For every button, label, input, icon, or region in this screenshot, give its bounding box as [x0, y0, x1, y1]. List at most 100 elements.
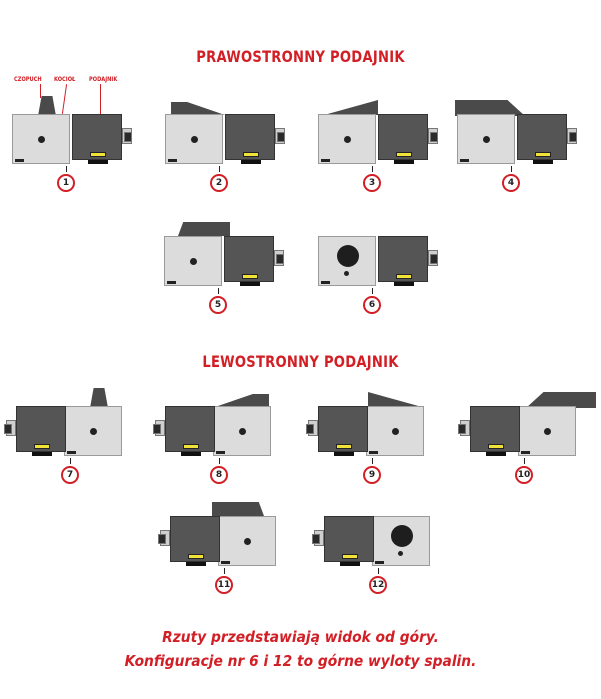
- boiler-plate: [321, 281, 330, 284]
- configuration-11: 11: [158, 498, 297, 608]
- boiler-knob: [544, 428, 551, 435]
- feeder-base: [394, 160, 414, 164]
- feeder-base: [340, 562, 360, 566]
- boiler-plate: [375, 561, 384, 564]
- configuration-4: 4: [455, 96, 590, 206]
- configuration-number-12: 12: [369, 576, 387, 594]
- feeder-tag: [188, 554, 204, 559]
- footer-line-1: Rzuty przedstawiają widok od góry.: [162, 628, 439, 646]
- boiler-plate: [168, 159, 177, 162]
- boiler-knob: [392, 428, 399, 435]
- boiler-plate: [15, 159, 24, 162]
- label-czopuch: CZOPUCH: [14, 76, 42, 83]
- flue-duct: [526, 392, 596, 408]
- motor-body: [306, 424, 314, 434]
- feeder-tag: [488, 444, 504, 449]
- motor-body: [569, 132, 577, 142]
- configuration-7: 7: [4, 388, 143, 498]
- flue-duct: [212, 502, 264, 516]
- configuration-number-11: 11: [215, 576, 233, 594]
- callout-tick: [66, 166, 67, 172]
- boiler-plate: [216, 451, 225, 454]
- feeder-base: [533, 160, 553, 164]
- callout-tick: [372, 458, 373, 464]
- feeder-tag: [243, 152, 259, 157]
- feeder-tag: [342, 554, 358, 559]
- configuration-number-7: 7: [61, 466, 79, 484]
- configuration-number-6: 6: [363, 296, 381, 314]
- callout-tick: [372, 166, 373, 172]
- configuration-3: 3: [316, 96, 451, 206]
- configuration-number-1: 1: [57, 174, 75, 192]
- feeder-base: [394, 282, 414, 286]
- feeder-base: [486, 452, 506, 456]
- feeder-tag: [34, 444, 50, 449]
- boiler-body: [218, 516, 276, 566]
- callout-tick: [378, 568, 379, 574]
- feeder-tag: [396, 152, 412, 157]
- configuration-number-3: 3: [363, 174, 381, 192]
- boiler-knob: [398, 551, 403, 556]
- boiler-body: [64, 406, 122, 456]
- arrow-czopuch: [40, 84, 41, 98]
- label-podajnik: PODAJNIK: [89, 76, 118, 83]
- feeder-base: [181, 452, 201, 456]
- callout-tick: [219, 166, 220, 172]
- flue-duct: [455, 100, 525, 116]
- feeder-tag: [90, 152, 106, 157]
- flue-duct: [38, 96, 56, 116]
- feeder-base: [241, 160, 261, 164]
- boiler-plate: [521, 451, 530, 454]
- feeder-base: [334, 452, 354, 456]
- motor-body: [276, 254, 284, 264]
- configuration-number-10: 10: [515, 466, 533, 484]
- configuration-number-5: 5: [209, 296, 227, 314]
- callout-tick: [70, 458, 71, 464]
- boiler-body: [164, 236, 222, 286]
- feeder-base: [186, 562, 206, 566]
- feeder-tag: [183, 444, 199, 449]
- configuration-number-8: 8: [210, 466, 228, 484]
- configuration-number-2: 2: [210, 174, 228, 192]
- feeder-base: [88, 160, 108, 164]
- boiler-knob: [483, 136, 490, 143]
- boiler-plate: [67, 451, 76, 454]
- motor-body: [4, 424, 12, 434]
- configuration-2: 2: [163, 96, 298, 206]
- callout-tick: [224, 568, 225, 574]
- label-kociol: KOCIOŁ: [54, 76, 76, 83]
- motor-body: [124, 132, 132, 142]
- callout-tick: [218, 288, 219, 294]
- boiler-plate: [221, 561, 230, 564]
- boiler-plate: [460, 159, 469, 162]
- callout-tick: [524, 458, 525, 464]
- configuration-5: 5: [162, 218, 297, 328]
- boiler-plate: [167, 281, 176, 284]
- flue-duct: [368, 392, 422, 407]
- boiler-body: [12, 114, 70, 164]
- configuration-6: 6: [316, 218, 451, 328]
- configuration-12: 12: [312, 498, 451, 608]
- boiler-knob: [344, 271, 349, 276]
- arrow-podajnik: [100, 84, 101, 114]
- boiler-body: [518, 406, 576, 456]
- footer-line-2: Konfiguracje nr 6 i 12 to górne wyloty s…: [124, 652, 477, 670]
- feeder-tag: [336, 444, 352, 449]
- motor-body: [430, 254, 438, 264]
- boiler-knob: [38, 136, 45, 143]
- boiler-knob: [190, 258, 197, 265]
- callout-tick: [219, 458, 220, 464]
- boiler-body: [165, 114, 223, 164]
- boiler-body: [372, 516, 430, 566]
- flue-duct: [178, 222, 230, 236]
- flue-duct: [324, 100, 378, 115]
- motor-body: [158, 534, 166, 544]
- top-flue-outlet: [337, 245, 359, 267]
- configuration-number-4: 4: [502, 174, 520, 192]
- boiler-knob: [344, 136, 351, 143]
- heading-right-feeder: PRAWOSTRONNY PODAJNIK: [196, 47, 405, 66]
- configuration-10: 10: [458, 388, 597, 498]
- configuration-8: 8: [153, 388, 292, 498]
- boiler-knob: [239, 428, 246, 435]
- callout-tick: [511, 166, 512, 172]
